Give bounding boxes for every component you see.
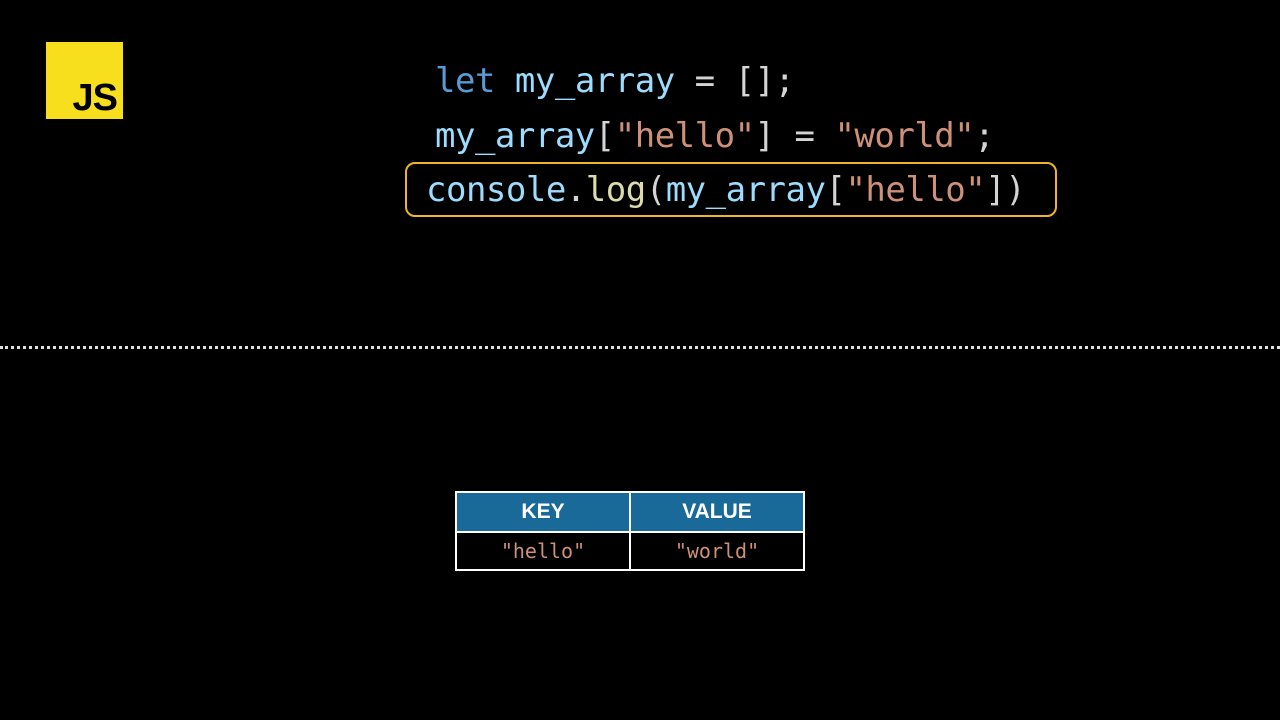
paren-close: ) xyxy=(1005,170,1026,210)
column-header-key: KEY xyxy=(455,491,631,533)
table-row: "hello" "world" xyxy=(455,531,805,571)
javascript-logo: JS xyxy=(46,42,123,119)
string-value: "world" xyxy=(834,116,975,156)
highlight-box xyxy=(405,162,1057,217)
logo-text: JS xyxy=(72,77,118,119)
paren-open: ( xyxy=(645,170,666,210)
keyword-let: let xyxy=(435,61,495,101)
bracket-open: [ xyxy=(825,170,846,210)
variable-name: my_array xyxy=(665,170,826,210)
space xyxy=(495,61,515,101)
semicolon: ; xyxy=(974,116,995,156)
table-header-row: KEY VALUE xyxy=(455,491,805,533)
bracket-close-assign: ] = xyxy=(754,116,835,156)
dot: . xyxy=(565,170,586,210)
key-value-table: KEY VALUE "hello" "world" xyxy=(455,491,805,571)
string-key: "hello" xyxy=(614,116,755,156)
assignment-empty-array: = []; xyxy=(674,61,795,101)
variable-name: my_array xyxy=(435,116,595,156)
console-object: console xyxy=(426,170,566,210)
code-line-2: my_array["hello"] = "world"; xyxy=(435,116,995,156)
code-line-3: console.log(my_array["hello"]) xyxy=(426,170,1026,210)
cell-key: "hello" xyxy=(455,531,631,571)
string-key: "hello" xyxy=(845,170,986,210)
column-header-value: VALUE xyxy=(629,491,805,533)
variable-name: my_array xyxy=(514,61,675,101)
dotted-divider xyxy=(0,346,1280,349)
bracket-open: [ xyxy=(594,116,615,156)
cell-value: "world" xyxy=(629,531,805,571)
log-function: log xyxy=(585,170,646,210)
code-line-1: let my_array = []; xyxy=(435,61,795,101)
bracket-close: ] xyxy=(985,170,1006,210)
